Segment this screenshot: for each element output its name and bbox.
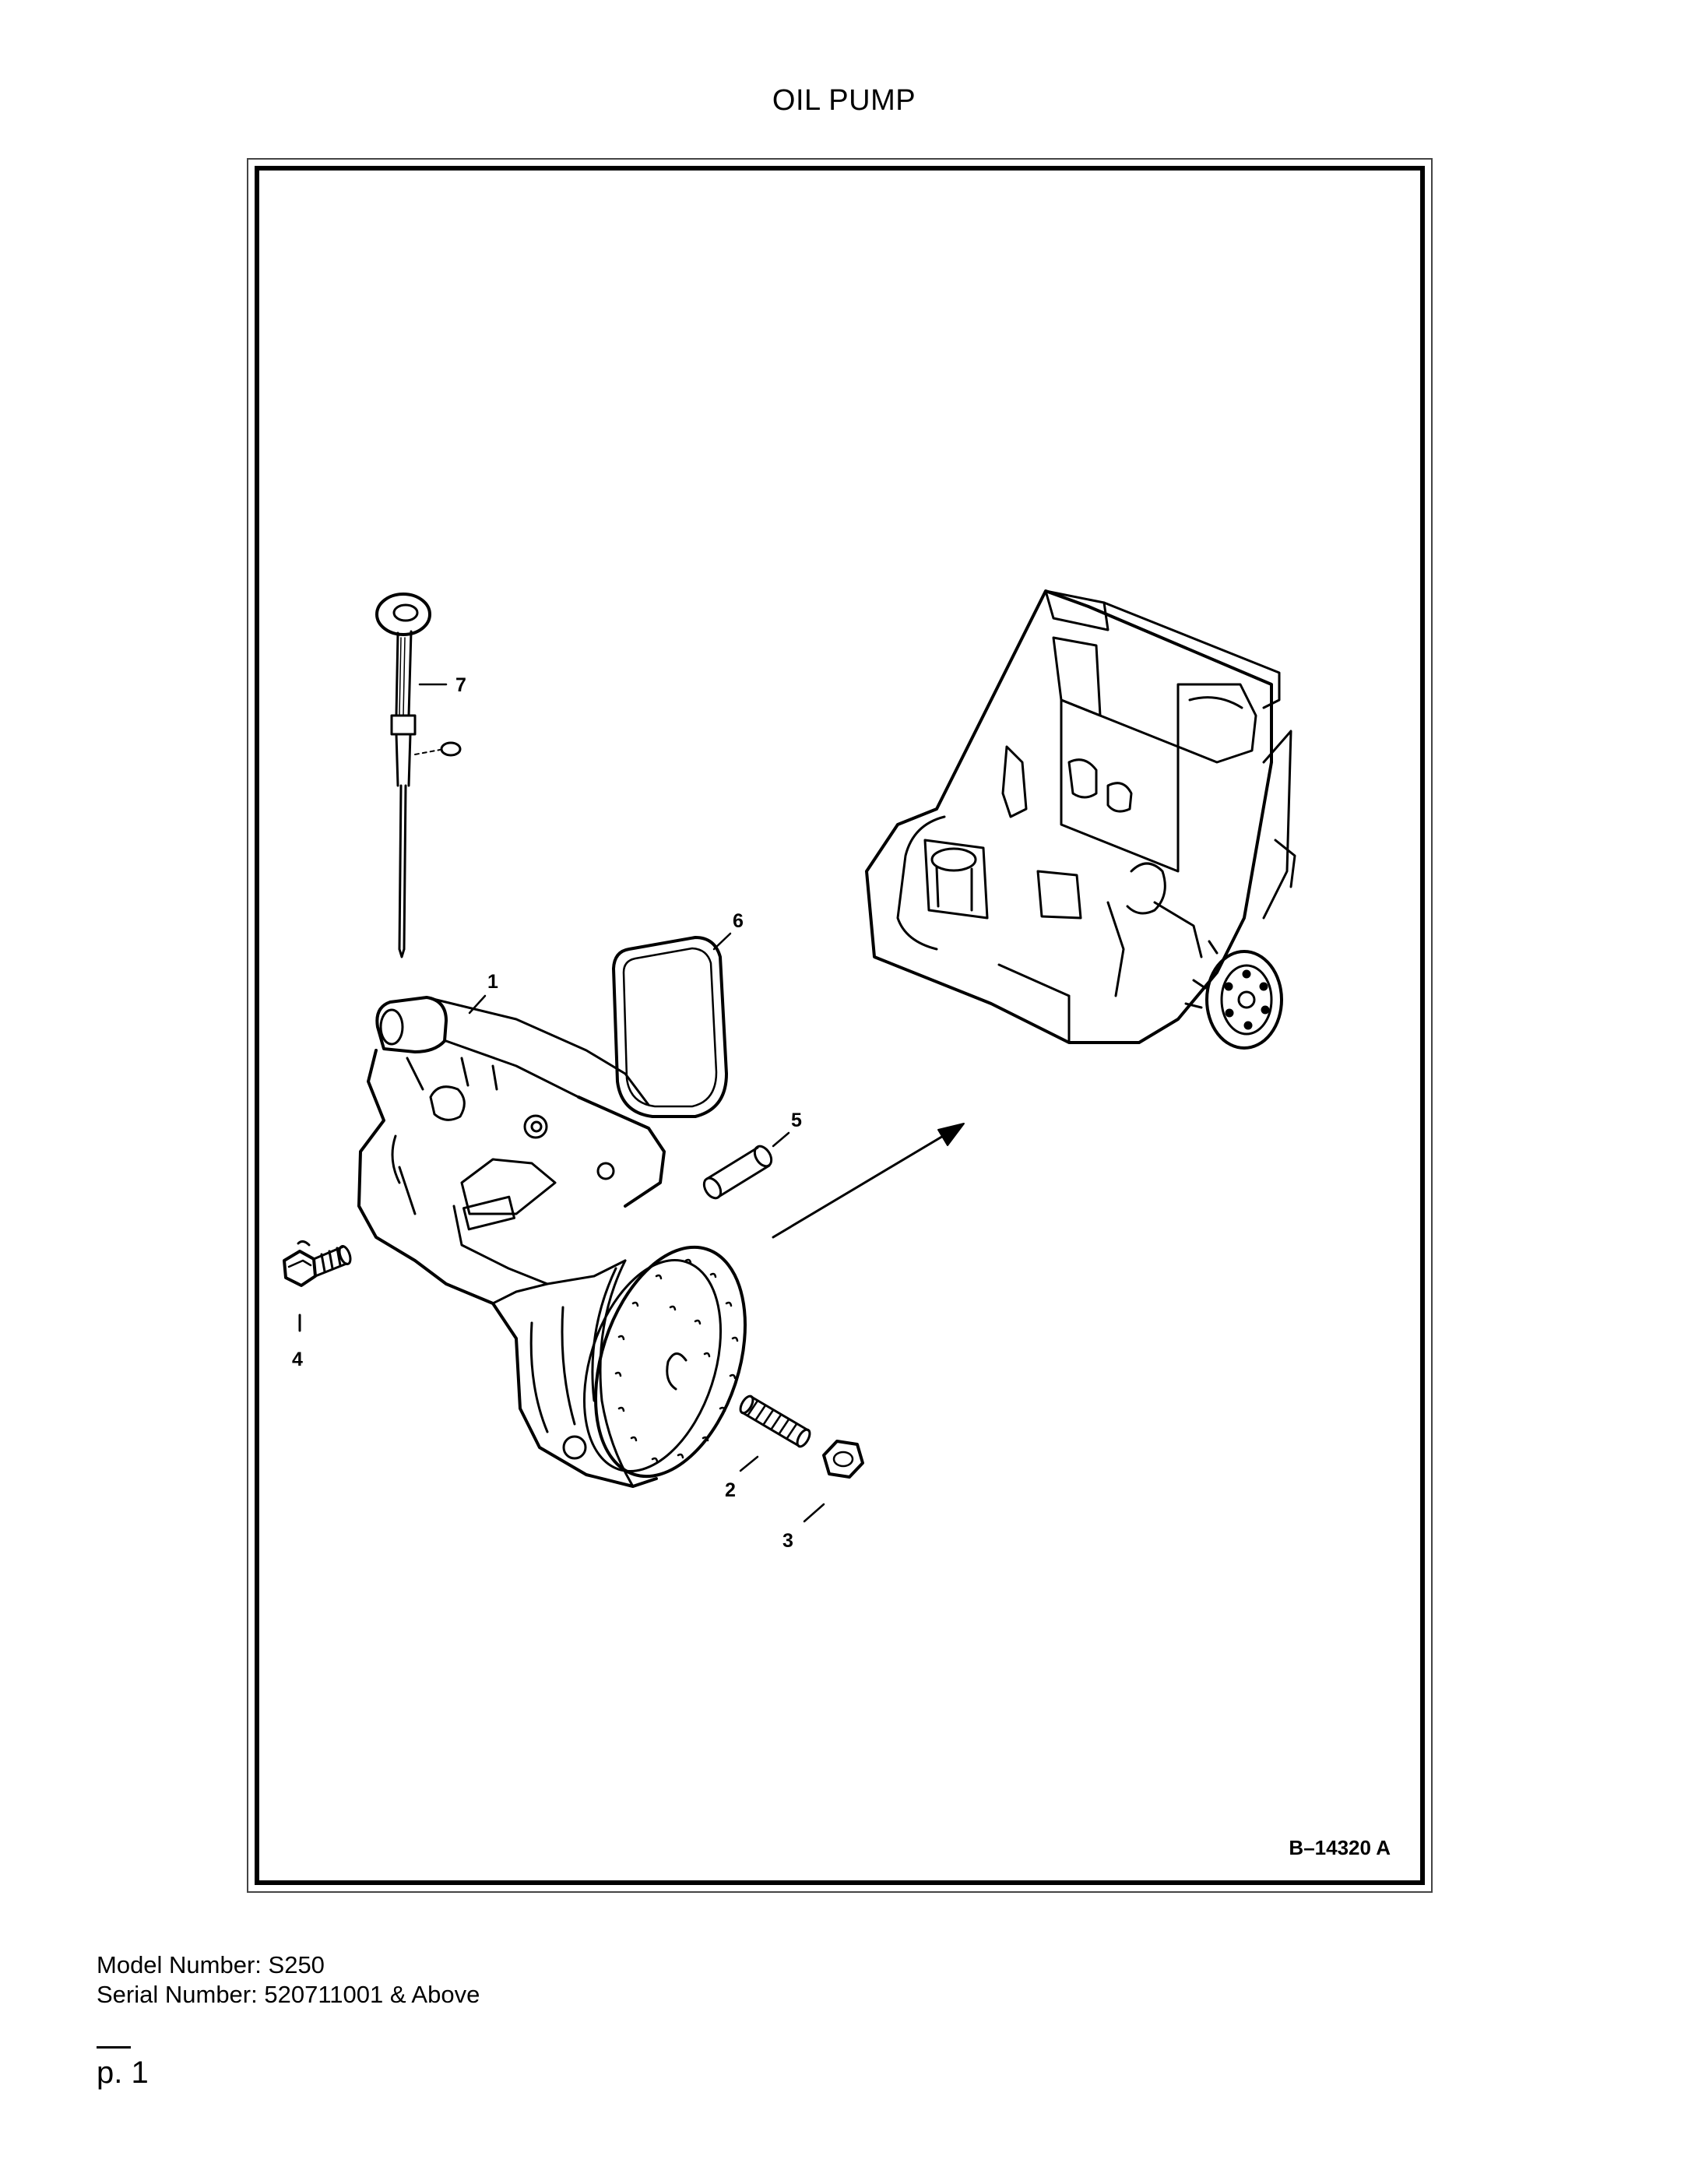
callout-4: 4 xyxy=(292,1349,303,1370)
serial-number: Serial Number: 520711001 & Above xyxy=(97,1981,480,2008)
dowel-pin xyxy=(702,1145,773,1200)
o-ring xyxy=(414,741,462,757)
callout-5: 5 xyxy=(791,1110,802,1131)
pulley-bolt-holes xyxy=(614,1258,739,1463)
nut xyxy=(822,1440,864,1479)
page-number: p. 1 xyxy=(97,2056,149,2090)
page-number-rule xyxy=(97,2046,131,2049)
stud xyxy=(739,1394,811,1448)
gasket xyxy=(612,936,728,1118)
assembly-arrow xyxy=(772,1123,965,1239)
oil-pump xyxy=(357,996,747,1488)
illustration-frame: 7 6 5 xyxy=(247,158,1433,1893)
exploded-view-drawing: 7 6 5 xyxy=(283,589,1296,1552)
bolt xyxy=(283,1240,352,1332)
illustration-border: 7 6 5 xyxy=(255,166,1425,1885)
callout-2: 2 xyxy=(725,1479,736,1501)
page-title: OIL PUMP xyxy=(772,84,916,117)
callout-1: 1 xyxy=(487,971,498,993)
model-number: Model Number: S250 xyxy=(97,1951,325,1978)
callout-7: 7 xyxy=(455,674,466,696)
model-info: Model Number: S250 Serial Number: 520711… xyxy=(97,1950,480,2010)
engine-block xyxy=(865,589,1296,1050)
dipstick xyxy=(375,593,431,958)
callout-6: 6 xyxy=(733,910,744,932)
figure-id: B–14320 A xyxy=(1289,1836,1391,1859)
callout-3: 3 xyxy=(782,1530,793,1552)
